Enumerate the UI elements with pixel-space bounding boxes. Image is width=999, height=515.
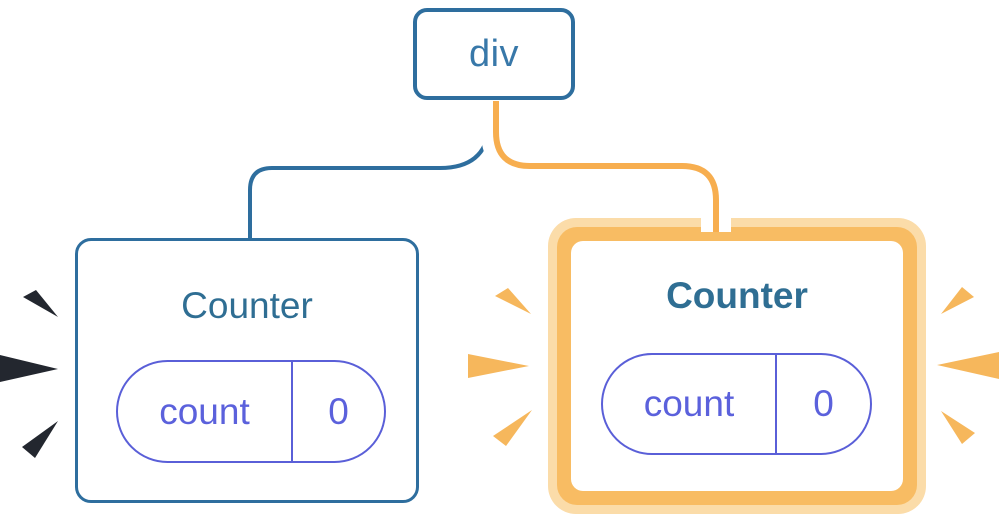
spark-burst-middle-orange-icon — [468, 288, 532, 446]
root-node-label: div — [468, 32, 520, 75]
counter-card-right-highlight-inner: Counter count 0 — [557, 227, 917, 505]
counter-title-left: Counter — [181, 285, 313, 326]
state-pill-left: count 0 — [116, 360, 386, 463]
root-node-box: div — [413, 8, 575, 100]
counter-card-right: Counter count 0 — [571, 241, 903, 491]
state-key-label: count — [643, 383, 735, 424]
state-key-cell: count — [118, 362, 293, 461]
edge-to-right-counter — [493, 101, 719, 232]
counter-card-right-highlight-outer: Counter count 0 — [548, 218, 926, 514]
state-value: 0 — [328, 390, 349, 432]
state-value-cell: 0 — [777, 355, 870, 453]
state-pill-right: count 0 — [601, 353, 872, 455]
state-key-cell: count — [603, 355, 777, 453]
edge-to-right-counter-casing — [481, 101, 731, 232]
state-value-cell: 0 — [293, 362, 384, 461]
counter-card-left: Counter count 0 — [75, 238, 419, 503]
spark-burst-left-dark-icon — [0, 290, 58, 458]
state-value: 0 — [813, 383, 834, 424]
counter-title-right: Counter — [666, 275, 808, 316]
spark-burst-right-orange-icon — [937, 287, 999, 444]
state-key-label: count — [159, 390, 250, 432]
edge-to-left-counter — [248, 101, 492, 241]
